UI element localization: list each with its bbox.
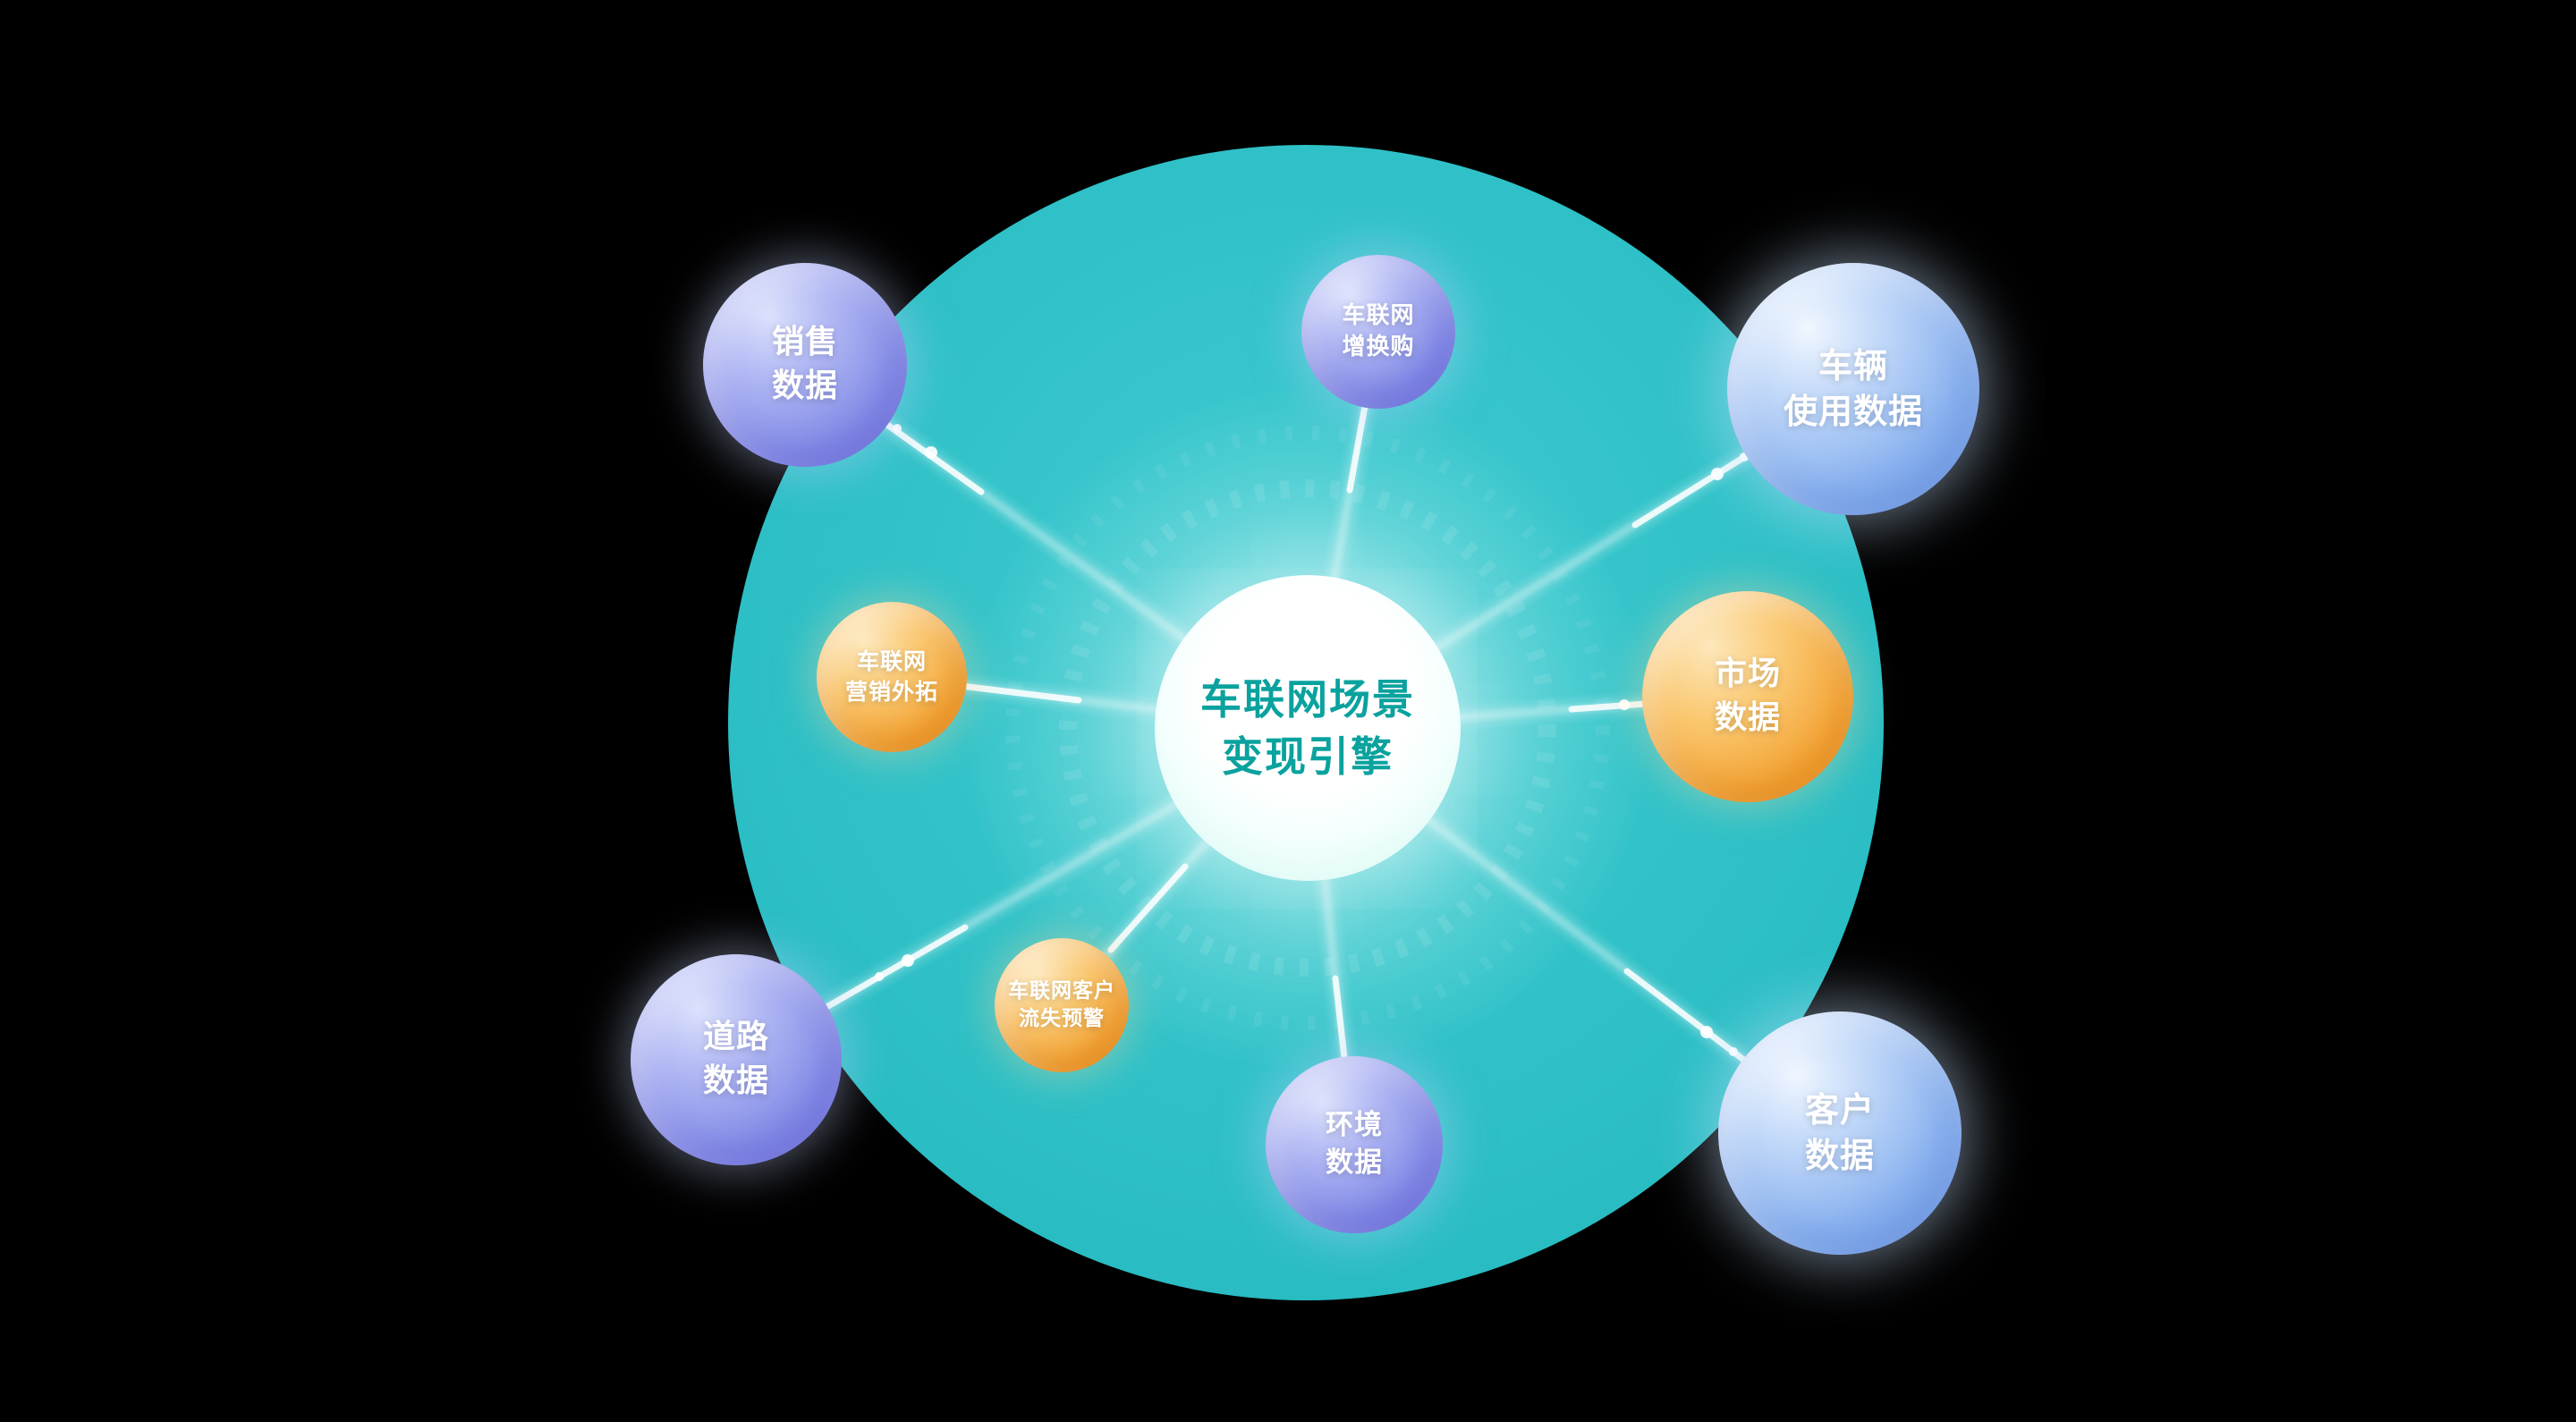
node-road-data-label: 道路 数据 xyxy=(702,1019,769,1099)
center-node-engine: 车联网场景 变现引擎 xyxy=(1155,575,1461,881)
node-iov-trade-up: 车联网 增换购 xyxy=(1301,255,1455,409)
node-vehicle-usage-data-label: 车辆 使用数据 xyxy=(1783,345,1923,431)
node-sales-data: 销售 数据 xyxy=(703,263,907,467)
node-sales-data-label: 销售 数据 xyxy=(771,324,838,404)
node-iov-trade-up-label: 车联网 增换购 xyxy=(1342,301,1415,360)
node-iov-marketing-expansion-label: 车联网 营销外拓 xyxy=(844,648,938,705)
node-iov-customer-churn-warning-label: 车联网客户 流失预警 xyxy=(1008,978,1115,1030)
node-iov-customer-churn-warning: 车联网客户 流失预警 xyxy=(995,938,1129,1072)
node-customer-data-label: 客户 数据 xyxy=(1804,1089,1875,1175)
node-environment-data: 环境 数据 xyxy=(1266,1056,1443,1233)
node-road-data: 道路 数据 xyxy=(631,954,842,1165)
node-environment-data-label: 环境 数据 xyxy=(1326,1109,1383,1179)
node-market-data-label: 市场 数据 xyxy=(1714,656,1781,736)
node-vehicle-usage-data: 车辆 使用数据 xyxy=(1727,263,1979,515)
node-customer-data: 客户 数据 xyxy=(1718,1011,1962,1255)
center-node-label: 车联网场景 变现引擎 xyxy=(1200,674,1415,781)
node-iov-marketing-expansion: 车联网 营销外拓 xyxy=(817,602,967,752)
node-market-data: 市场 数据 xyxy=(1642,591,1853,802)
